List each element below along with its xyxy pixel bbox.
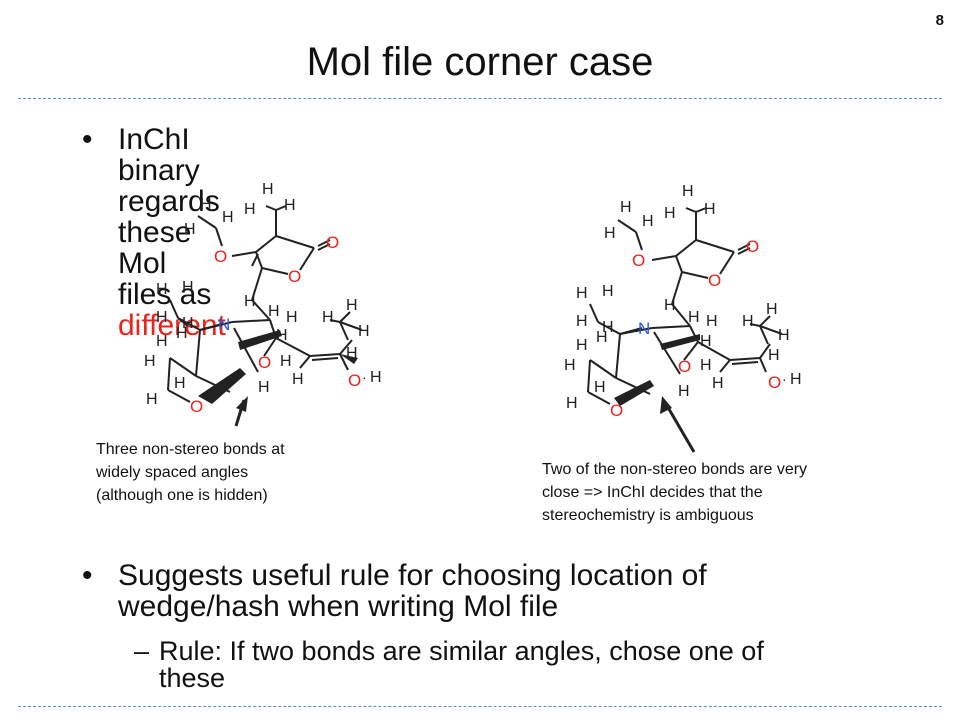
atom-h: H [706, 313, 718, 330]
pointer-arrow-right [664, 403, 696, 453]
pointer-arrow-right-head [660, 396, 672, 414]
atom-h: H [688, 309, 700, 326]
atom-o: O [678, 357, 691, 376]
atom-h: H [184, 221, 196, 238]
atom-h: H [704, 201, 716, 218]
atom-h: H [276, 327, 288, 344]
atom-h: H [602, 283, 614, 300]
atom-h: H [292, 371, 304, 388]
atom-h: H [200, 196, 212, 213]
atom-h: H [664, 297, 676, 314]
atom-h: H [156, 309, 168, 326]
atom-h: H [174, 375, 186, 392]
bullet-marker: • [82, 123, 93, 156]
bond-dot: · [362, 369, 367, 385]
atom-h: H [604, 225, 616, 242]
atom-o: O [746, 237, 759, 256]
atom-h: H [346, 297, 358, 314]
atom-h: H [244, 201, 256, 218]
atom-h: H [642, 213, 654, 230]
atom-h: H [682, 183, 694, 200]
atom-h: H [700, 333, 712, 350]
atom-h: H [346, 345, 358, 362]
caption-left: Three non-stereo bonds at widely spaced … [96, 438, 285, 507]
atom-h: H [766, 301, 778, 318]
slide-title: Mol file corner case [306, 40, 654, 84]
atom-h: H [280, 353, 292, 370]
sub-bullet-line: these [159, 663, 226, 693]
atom-h: H [244, 293, 256, 310]
atom-o: O [288, 267, 301, 286]
atom-o: O [258, 353, 271, 372]
atom-h: H [576, 313, 588, 330]
atom-h: H [370, 369, 382, 386]
atom-h: H [262, 181, 274, 198]
slide-number: 8 [935, 12, 944, 29]
atom-n: N [218, 315, 230, 334]
atom-o: O [632, 251, 645, 270]
sub-bullet-text: Rule: If two bonds are similar angles, c… [159, 638, 859, 692]
atom-h: H [602, 319, 614, 336]
caption-left-line: widely spaced angles [96, 464, 249, 481]
atom-o: O [610, 401, 623, 420]
atom-o: O [768, 373, 781, 392]
atom-h: H [700, 357, 712, 374]
sub-bullet-marker: – [134, 636, 150, 666]
atom-h: H [596, 329, 608, 346]
atom-h: H [144, 353, 156, 370]
atom-h: H [322, 309, 334, 326]
atom-h: H [146, 391, 158, 408]
atom-o: O [190, 397, 203, 416]
atom-h: H [182, 315, 194, 332]
atom-o: O [348, 371, 361, 390]
caption-left-line: Three non-stereo bonds at [96, 441, 285, 458]
atom-h: H [176, 325, 188, 342]
atom-h: H [620, 199, 632, 216]
footer-divider [18, 706, 942, 707]
atom-h: H [156, 333, 168, 350]
atom-h: H [576, 337, 588, 354]
atom-h: H [258, 379, 270, 396]
caption-left-line: (although one is hidden) [96, 487, 268, 504]
pointer-arrow-left-head [236, 396, 248, 412]
bullet-marker: • [82, 559, 93, 592]
atom-h: H [768, 347, 780, 364]
atom-h: H [286, 309, 298, 326]
atom-h: H [222, 209, 234, 226]
atom-h: H [284, 197, 296, 214]
bond-dot: · [782, 371, 787, 387]
atom-h: H [156, 281, 168, 298]
bullet-2-text: Suggests useful rule for choosing locati… [118, 560, 898, 622]
atom-h: H [678, 383, 690, 400]
bullet-1-text: InChI binary regards these Mol files as … [118, 123, 226, 342]
highlight-different: different [118, 309, 226, 342]
atom-h: H [742, 313, 754, 330]
atom-h: H [576, 285, 588, 302]
atom-h: H [182, 279, 194, 296]
atom-o: O [214, 247, 227, 266]
atom-h: H [664, 205, 676, 222]
atom-h: H [566, 395, 578, 412]
caption-right-line: stereochemistry is ambiguous [542, 507, 754, 524]
caption-right: Two of the non-stereo bonds are very clo… [542, 458, 807, 527]
atom-h: H [564, 357, 576, 374]
atom-h: H [778, 327, 790, 344]
bullet-2-line: wedge/hash when writing Mol file [118, 590, 559, 623]
atom-h: H [594, 379, 606, 396]
bullet-2-line: Suggests useful rule for choosing locati… [118, 559, 707, 592]
atom-h: H [712, 375, 724, 392]
atom-n: N [638, 319, 650, 338]
atom-h: H [358, 323, 370, 340]
atom-h: H [268, 303, 280, 320]
atom-o: O [708, 271, 721, 290]
caption-right-line: Two of the non-stereo bonds are very [542, 461, 808, 478]
sub-bullet-line: Rule: If two bonds are similar angles, c… [159, 636, 764, 666]
title-divider [18, 98, 942, 99]
atom-h: H [790, 371, 802, 388]
atom-o: O [326, 233, 339, 252]
caption-right-line: close => InChI decides that the [542, 484, 763, 501]
